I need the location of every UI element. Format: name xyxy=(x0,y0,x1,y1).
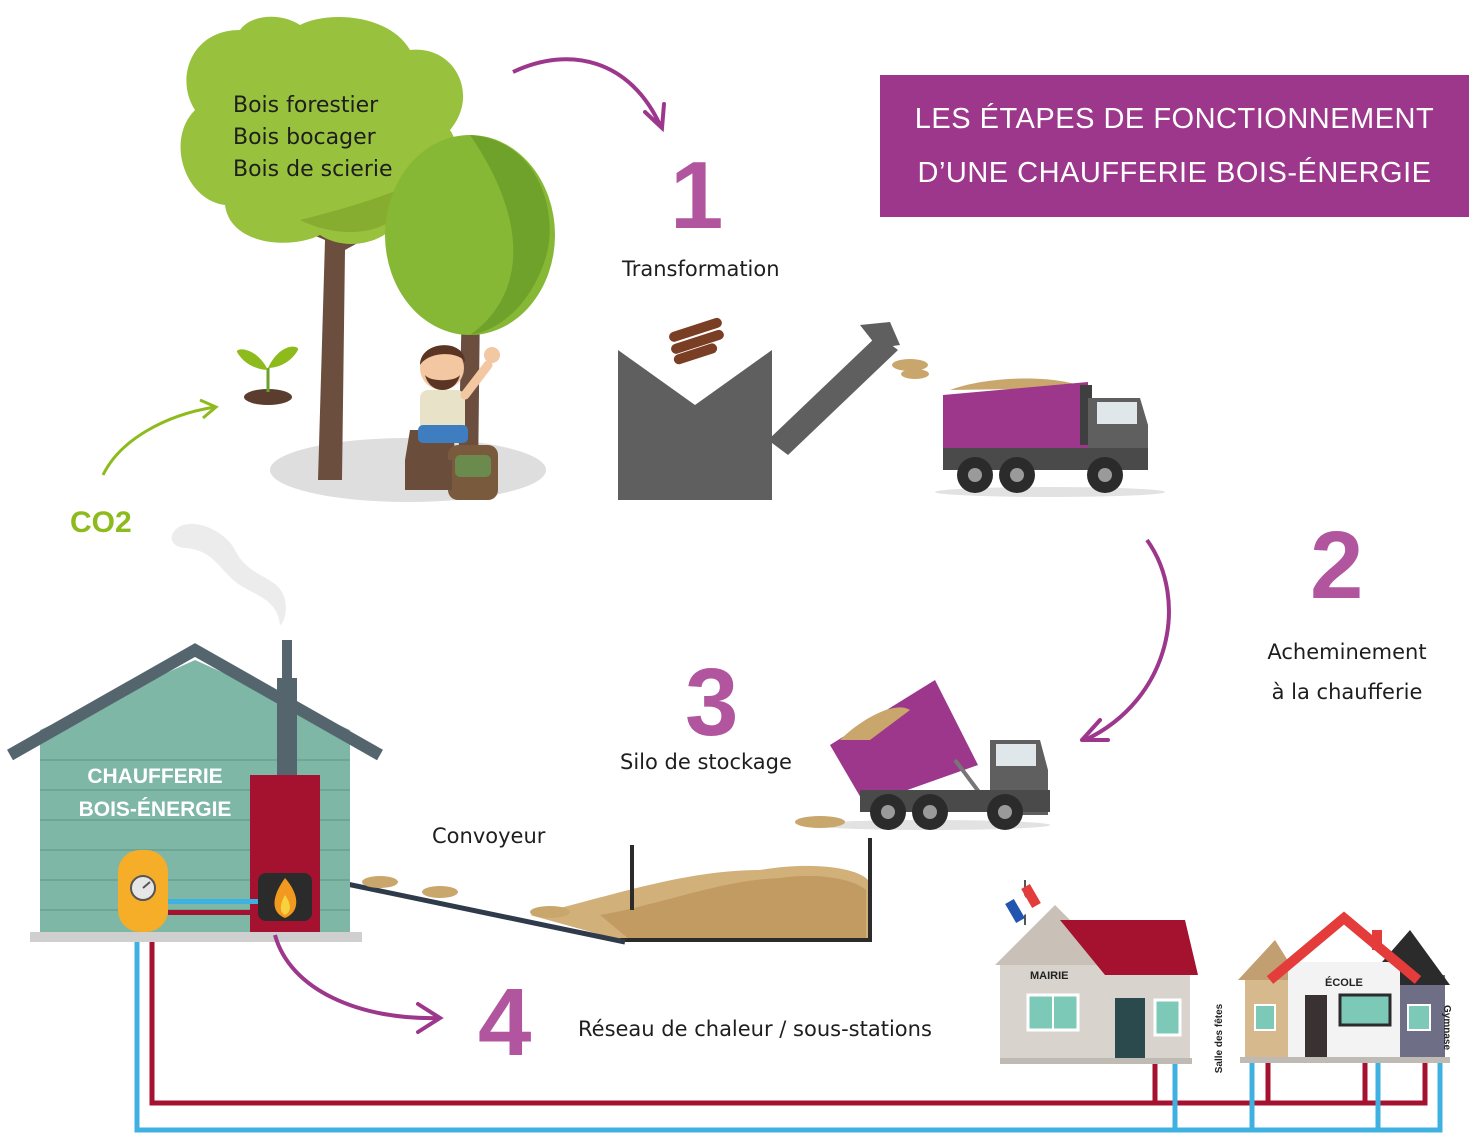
arrow-tree-to-step1 xyxy=(512,57,662,126)
arrow-co2-to-sprout xyxy=(101,405,216,476)
arrow-to-step4 xyxy=(273,934,439,1021)
sprout xyxy=(236,346,299,405)
step-2-label-line-1: Acheminement xyxy=(1267,640,1427,664)
step-2-label: Acheminement à la chaufferie xyxy=(1252,632,1442,712)
step-2-number: 2 xyxy=(1310,512,1364,619)
ecole-label: ÉCOLE xyxy=(1325,977,1363,989)
conveyor-label: Convoyeur xyxy=(432,824,546,848)
storage-silo xyxy=(530,838,872,942)
step-3-number: 3 xyxy=(685,649,739,756)
boiler-house-label-line-2: BOIS-ÉNERGIE xyxy=(78,798,232,821)
truck-tipping xyxy=(795,680,1050,830)
co2-label: CO2 xyxy=(70,506,132,539)
conveyor-belt xyxy=(317,875,626,945)
boiler-house-label-line-1: CHAUFFERIE xyxy=(87,765,223,788)
chipper-machine xyxy=(618,317,929,500)
step-1-label: Transformation xyxy=(622,257,780,281)
heat-network-pipes xyxy=(134,942,1443,1133)
wood-source-2: Bois bocager xyxy=(233,125,376,150)
arrow-to-step3 xyxy=(1084,538,1171,742)
title-banner: LES ÉTAPES DE FONCTIONNEMENT D’UNE CHAUF… xyxy=(880,75,1469,217)
step-4-label: Réseau de chaleur / sous-stations xyxy=(578,1017,932,1041)
title-line-1: LES ÉTAPES DE FONCTIONNEMENT xyxy=(914,103,1435,135)
conveyor-pellets xyxy=(362,876,570,918)
wood-source-1: Bois forestier xyxy=(233,93,379,118)
school-group xyxy=(1238,911,1450,1063)
truck-loaded xyxy=(935,378,1165,497)
gymnase-label: Gymnase xyxy=(1441,1004,1453,1051)
woodsman-character xyxy=(405,345,500,500)
mairie-building xyxy=(995,880,1198,1064)
boiler-house xyxy=(7,640,383,942)
wood-sources: Bois forestier Bois bocager Bois de scie… xyxy=(233,90,393,186)
wood-source-3: Bois de scierie xyxy=(233,157,393,182)
step-3-label: Silo de stockage xyxy=(620,750,792,774)
step-1-number: 1 xyxy=(670,142,724,249)
mairie-label: MAIRIE xyxy=(1030,970,1069,982)
big-tree xyxy=(180,16,464,480)
title-line-2: D’UNE CHAUFFERIE BOIS-ÉNERGIE xyxy=(917,157,1432,189)
small-tree xyxy=(385,135,555,480)
boiler-house-label: CHAUFFERIE BOIS-ÉNERGIE xyxy=(60,760,250,826)
step-2-label-line-2: à la chaufferie xyxy=(1271,680,1423,704)
step-4-number: 4 xyxy=(478,969,532,1076)
smoke xyxy=(171,523,286,625)
salle-des-fetes-label: Salle des fêtes xyxy=(1214,1003,1226,1074)
